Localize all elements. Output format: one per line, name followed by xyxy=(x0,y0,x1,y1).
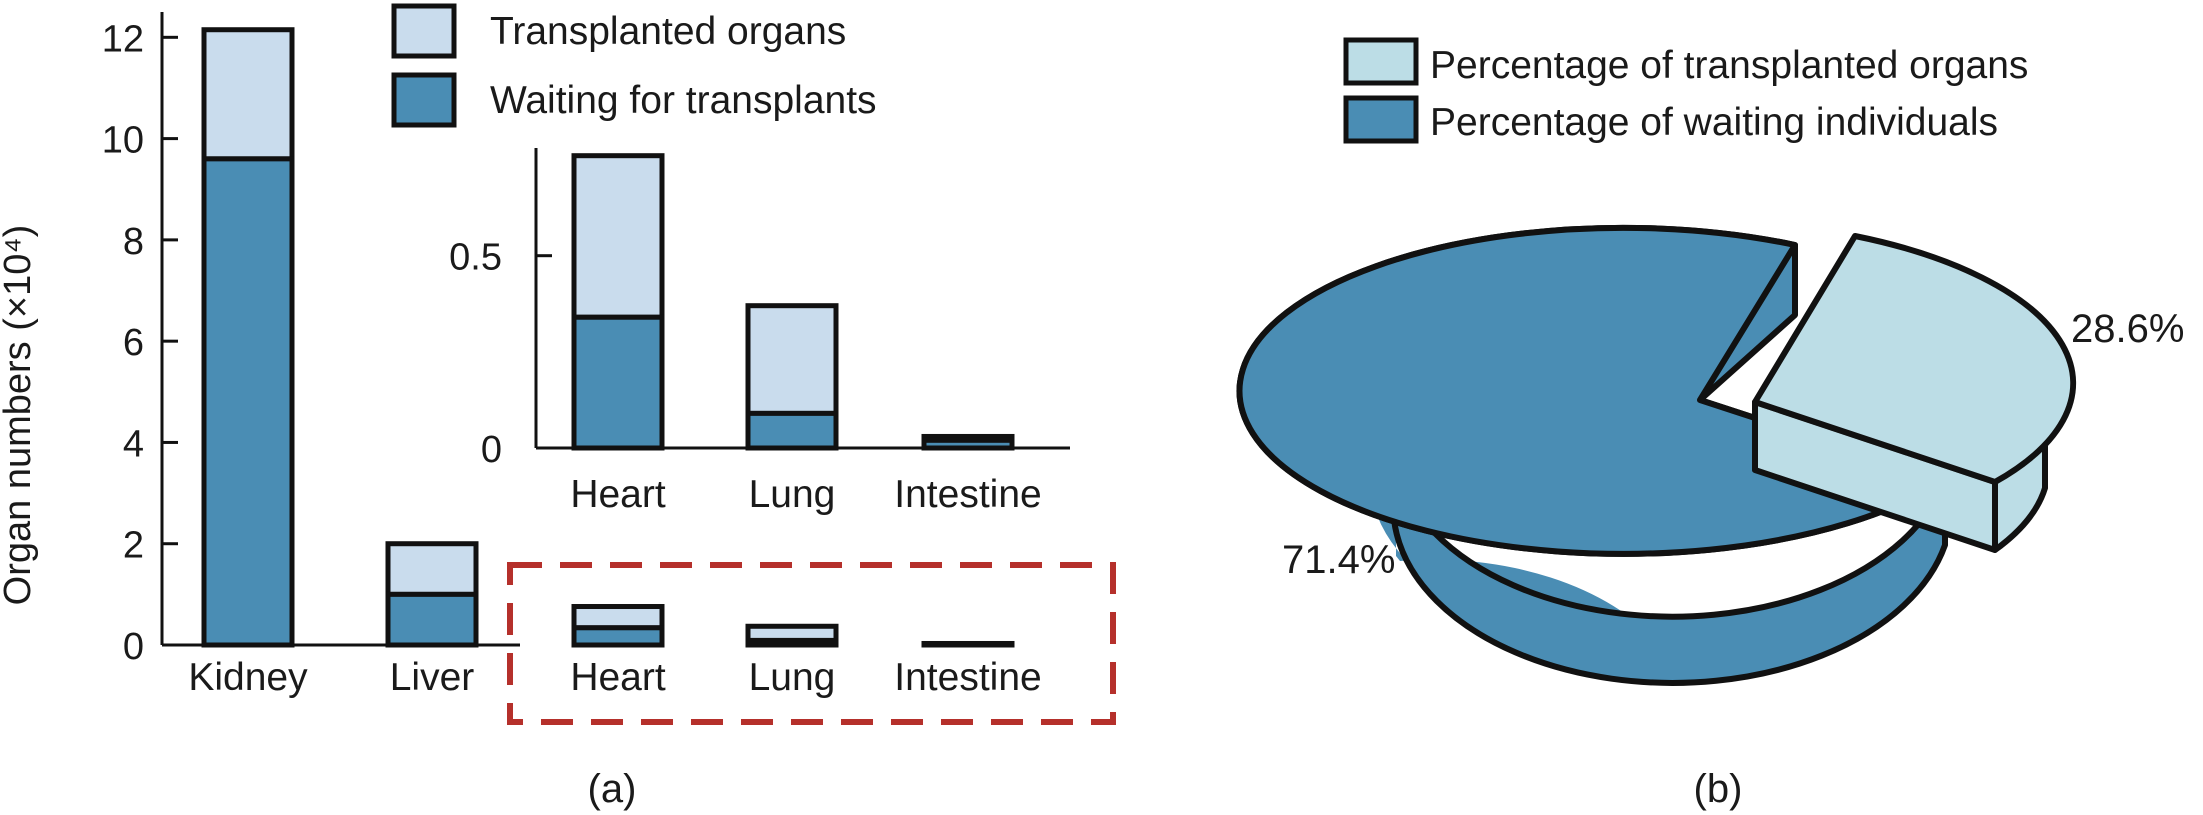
pie-3d xyxy=(1236,224,2077,686)
bar-transplanted-liver xyxy=(385,541,479,597)
y-tick-label: 12 xyxy=(102,18,144,60)
legend-label-pie-transplanted: Percentage of transplanted organs xyxy=(1430,44,2028,87)
x-tick-label-liver: Liver xyxy=(390,656,475,699)
bar-transplanted-heart xyxy=(571,604,665,631)
y-tick-label: 2 xyxy=(123,525,144,567)
y-tick-label: 8 xyxy=(123,221,144,263)
x-tick-label-intestine: Intestine xyxy=(894,656,1041,699)
inset-y-tick-label: 0.5 xyxy=(449,237,502,279)
highlight-dashed-box xyxy=(507,562,1116,725)
legend-label-waiting: Waiting for transplants xyxy=(490,79,877,122)
inset-x-tick-label-intestine: Intestine xyxy=(894,473,1041,516)
x-tick-label-lung: Lung xyxy=(749,656,836,699)
caption-a: (a) xyxy=(588,767,637,811)
inset-bar-waiting-lung xyxy=(745,410,839,451)
inset-y-axis-ticks: 00.5 xyxy=(449,237,552,471)
y-tick-label: 4 xyxy=(123,423,144,465)
y-axis-label: Organ numbers (×10⁴) xyxy=(0,225,39,606)
inset-x-tick-label-heart: Heart xyxy=(570,473,666,516)
y-tick-label: 6 xyxy=(123,322,144,364)
inset-bar-waiting-intestine xyxy=(921,437,1015,451)
x-tick-label-heart: Heart xyxy=(570,656,666,699)
panel-a-bar-chart: 0 2 4 6 8 10 12 Organ numbers (×10⁴) Kidney Liv… xyxy=(0,3,1116,811)
bar-waiting-heart xyxy=(571,625,665,648)
pie-slice-transplanted xyxy=(1752,233,2077,485)
inset-bar-waiting-heart xyxy=(571,314,665,451)
inset-x-axis-categories: Heart Lung Intestine xyxy=(570,473,1041,516)
legend-label-pie-waiting: Percentage of waiting individuals xyxy=(1430,101,1998,144)
pie-label-waiting: 71.4% xyxy=(1282,538,1395,582)
bar-waiting-kidney xyxy=(201,156,295,648)
y-axis-ticks: 0 2 4 6 8 10 12 xyxy=(102,18,178,668)
inset-y-tick-label: 0 xyxy=(481,429,502,471)
legend-b: Percentage of transplanted organs Percen… xyxy=(1343,37,2028,144)
pie-label-transplanted: 28.6% xyxy=(2071,307,2184,351)
inset-bar-transplanted-lung xyxy=(745,303,839,416)
bar-transplanted-kidney xyxy=(201,27,295,162)
legend-swatch-pie-transplanted xyxy=(1343,37,1419,86)
legend-swatch-pie-waiting xyxy=(1343,95,1419,144)
panel-b-pie-chart: Percentage of transplanted organs Percen… xyxy=(1236,37,2184,811)
inset-bars xyxy=(571,153,1015,451)
main-bars xyxy=(201,27,1015,648)
legend-swatch-transplanted xyxy=(391,3,457,59)
x-tick-label-kidney: Kidney xyxy=(188,656,308,699)
x-axis-categories: Kidney Liver Heart Lung Intestine xyxy=(188,656,1041,699)
inset-bar-transplanted-heart xyxy=(571,153,665,320)
y-tick-label: 10 xyxy=(102,120,144,162)
y-tick-label: 0 xyxy=(123,626,144,668)
inset-x-tick-label-lung: Lung xyxy=(749,473,836,516)
legend-swatch-waiting xyxy=(391,72,457,128)
legend-label-transplanted: Transplanted organs xyxy=(490,10,846,53)
bar-waiting-liver xyxy=(385,591,479,648)
bar-waiting-intestine xyxy=(921,641,1015,648)
legend-a: Transplanted organs Waiting for transpla… xyxy=(391,3,877,128)
caption-b: (b) xyxy=(1694,767,1743,811)
bar-waiting-lung xyxy=(745,637,839,648)
